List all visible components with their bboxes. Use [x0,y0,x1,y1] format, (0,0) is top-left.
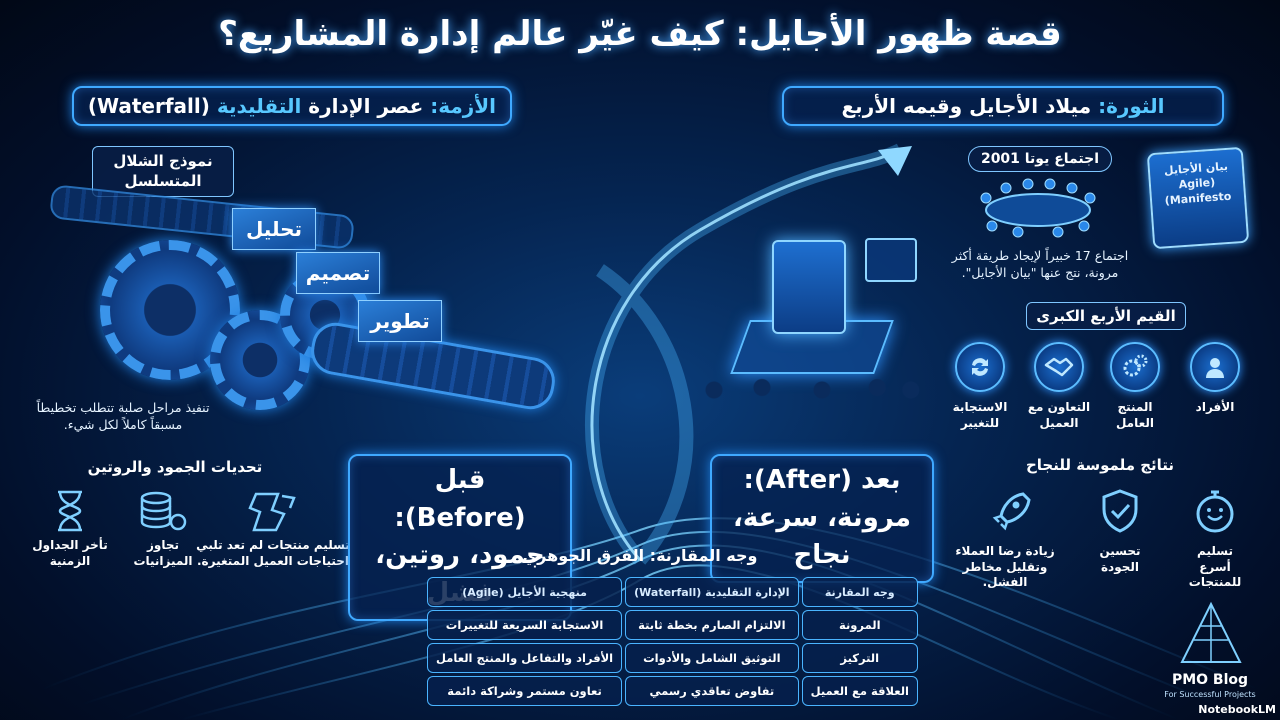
comparison-table: وجه المقارنة الإدارة التقليدية (Waterfal… [424,574,921,709]
value-label: المنتج العامل [1115,400,1155,430]
table-header: وجه المقارنة [801,577,918,607]
stopwatch-icon [1196,490,1234,533]
utah-meeting-title: اجتماع يوتا 2001 [968,146,1112,172]
person-icon [1190,342,1240,392]
table-row: المرونة الالتزام الصارم بخطة ثابتة الاست… [427,610,918,640]
value-label: الاستجابة للتغيير [952,400,1008,430]
stage-analysis: تحليل [232,208,316,250]
table-row: التركيز التوثيق الشامل والأدوات الأفراد … [427,643,918,673]
table-header: منهجية الأجايل (Agile) [427,577,623,607]
crisis-suffix: (Waterfall) [87,94,210,118]
value-item: الاستجابة للتغيير [942,342,1018,431]
table-cell: الاستجابة السريعة للتغييرات [427,610,623,640]
medium-gear-icon [210,310,310,410]
table-cell: الالتزام الصارم بخطة ثابتة [625,610,799,640]
table-cell: تفاوض تعاقدي رسمي [625,676,799,706]
page-title: قصة ظهور الأجايل: كيف غيّر عالم إدارة ال… [218,14,1062,54]
comparison-title: وجه المقارنة: الفرق الجوهري [522,546,758,565]
lock-screen-icon [772,240,846,334]
crisis-text: عصر الإدارة [308,94,424,118]
result-label: زيادة رضا العملاء وتقليل مخاطر الفشل. [955,544,1055,590]
handshake-icon [1034,342,1084,392]
table-cell: المرونة [801,610,918,640]
shield-check-icon [1102,489,1138,533]
result-label: تحسين الجودة [1099,544,1141,574]
chart-panel-icon [865,238,917,282]
coins-stack-icon [140,491,187,531]
crisis-prefix: الأزمة: [430,94,496,118]
hourglass-icon [58,490,82,532]
table-header-row: وجه المقارنة الإدارة التقليدية (Waterfal… [427,577,918,607]
meeting-description: اجتماع 17 خبيراً لإيجاد طريقة أكثر مرونة… [951,248,1129,280]
table-row: العلاقة مع العميل تفاوض تعاقدي رسمي تعاو… [427,676,918,706]
crisis-accent: التقليدية [216,94,302,118]
brand-name: PMO Blog [1171,672,1249,688]
manifesto-label: بيان الأجايل (Agile Manifesto) [1163,159,1232,207]
before-label: قبل (Before): [394,465,526,533]
challenge-item: تجاوز الميزانيات [118,488,208,569]
value-label: التعاون مع العميل [1027,400,1091,430]
challenge-label: تسليم منتجات لم تعد تلبي احتياجات العميل… [196,538,350,568]
table-cell: الأفراد والتفاعل والمنتج العامل [427,643,623,673]
broken-pieces-icon [248,492,296,532]
value-item: الأفراد [1180,342,1250,416]
value-item: المنتج العامل [1100,342,1170,431]
waterfall-note: تنفيذ مراحل صلبة تتطلب تخطيطاً مسبقاً كا… [36,400,210,432]
revolution-prefix: الثورة: [1098,94,1165,118]
challenge-label: تأخر الجداول الزمنية [32,538,108,568]
rocket-icon [992,492,1031,531]
revolution-header: الثورة: ميلاد الأجايل وقيمه الأربع [782,86,1224,126]
table-cell: التوثيق الشامل والأدوات [625,643,799,673]
waterfall-model-label: نموذج الشلال المتسلسل [92,146,234,197]
table-cell: العلاقة مع العميل [801,676,918,706]
refresh-icon [955,342,1005,392]
pyramid-logo-icon [1180,601,1242,663]
revolution-text: ميلاد الأجايل وقيمه الأربع [841,94,1092,118]
manifesto-scroll: بيان الأجايل (Agile Manifesto) [1146,146,1250,250]
conveyor-illustration [40,184,560,430]
people-silhouettes [690,370,930,420]
crisis-header: الأزمة: عصر الإدارة التقليدية (Waterfall… [71,86,512,126]
gears-icon [1110,342,1160,392]
table-cell: تعاون مستمر وشراكة دائمة [427,676,623,706]
value-label: الأفراد [1195,400,1235,414]
central-hub-illustration [690,230,930,430]
results-title: نتائج ملموسة للنجاح [1025,456,1175,474]
result-label: تسليم أسرع للمنتجات [1188,544,1242,590]
comparison-table-wrap: وجه المقارنة الإدارة التقليدية (Waterfal… [424,574,921,709]
stage-development: تطوير [358,300,442,342]
table-header: الإدارة التقليدية (Waterfall) [625,577,799,607]
challenge-item: تأخر الجداول الزمنية [22,488,118,569]
result-item: زيادة رضا العملاء وتقليل مخاطر الفشل. [950,486,1070,591]
result-item: تسليم أسرع للمنتجات [1170,486,1260,591]
brand-tagline: For Successful Projects [1164,690,1256,699]
credit-label: NotebookLM [1198,703,1276,716]
values-title: القيم الأربع الكبرى [1026,302,1186,330]
challenge-item: تسليم منتجات لم تعد تلبي احتياجات العميل… [196,488,350,569]
value-item: التعاون مع العميل [1022,342,1096,431]
after-label: بعد (After): [743,465,901,495]
after-text: مرونة، سرعة، نجاح [732,502,912,571]
stage-design: تصميم [296,252,380,294]
challenge-label: تجاوز الميزانيات [133,538,193,568]
table-cell: التركيز [801,643,918,673]
result-item: تحسين الجودة [1080,486,1160,575]
challenges-title: تحديات الجمود والروتين [87,458,263,476]
meeting-table-icon [980,178,1096,238]
after-box: بعد (After): مرونة، سرعة، نجاح [710,454,934,584]
